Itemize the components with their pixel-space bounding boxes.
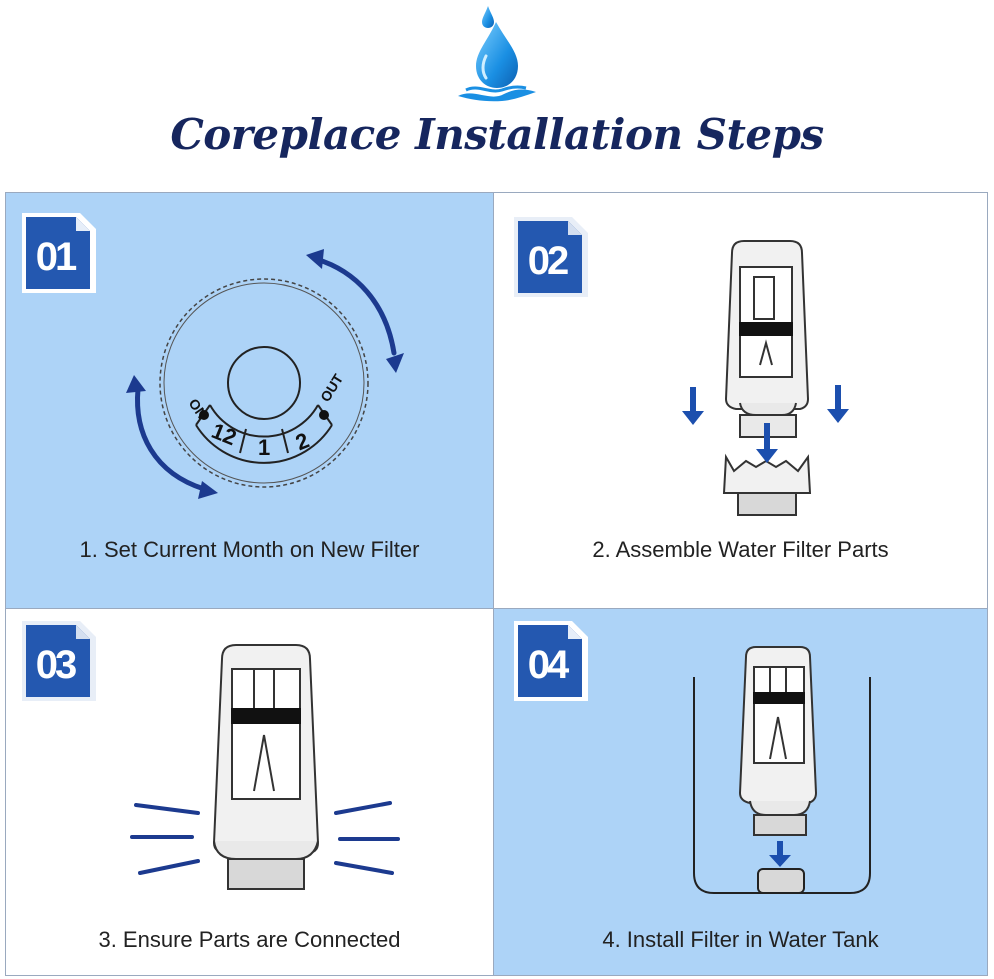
step-3-number: 03 [35, 643, 78, 687]
dial-month-1: 1 [258, 435, 270, 460]
header: Coreplace Installation Steps [0, 0, 994, 192]
step-3-caption: 3. Ensure Parts are Connected [98, 927, 401, 952]
month-dial-illustration: ON OUT 12 1 2 [126, 249, 404, 499]
steps-grid: 01 ON OUT 12 1 2 [5, 192, 988, 976]
step-2-caption: 2. Assemble Water Filter Parts [592, 537, 889, 562]
filter-cartridge-icon [738, 646, 818, 836]
tank-base-icon [757, 868, 805, 894]
connected-filter-illustration [130, 644, 400, 890]
rotate-arrow-icon [135, 256, 397, 492]
step-2-panel: 02 2. Assemble Water Filter P [494, 193, 987, 609]
step-2-badge: 02 [512, 215, 590, 299]
step-3-badge: 03 [20, 619, 98, 703]
step-4-panel: 04 4. Install Filter in Water Tank [494, 609, 987, 975]
step-4-caption: 4. Install Filter in Water Tank [602, 927, 879, 952]
dial-icon [159, 278, 369, 488]
filter-cartridge-icon [724, 240, 810, 438]
step-3-panel: 03 3. Ensure Parts are Co [6, 609, 494, 975]
step-1-panel: 01 ON OUT 12 1 2 [6, 193, 494, 609]
down-arrow-icon [682, 385, 849, 463]
filter-base-icon [722, 453, 812, 516]
step-1-caption: 1. Set Current Month on New Filter [79, 537, 420, 562]
assemble-filter-illustration [682, 240, 849, 516]
water-drop-icon [458, 6, 536, 102]
step-2-number: 02 [527, 239, 570, 283]
page-title: Coreplace Installation Steps [170, 110, 824, 159]
down-arrow-icon [769, 841, 791, 867]
step-4-badge: 04 [512, 619, 590, 703]
step-4-number: 04 [527, 643, 570, 687]
dial-month-2: 2 [292, 428, 313, 456]
step-1-badge: 01 [20, 211, 98, 295]
filter-cartridge-icon [212, 644, 320, 890]
dial-out-label: OUT [317, 371, 346, 405]
install-tank-illustration [693, 646, 871, 894]
vibration-lines-icon [130, 801, 400, 875]
step-1-number: 01 [35, 235, 78, 279]
